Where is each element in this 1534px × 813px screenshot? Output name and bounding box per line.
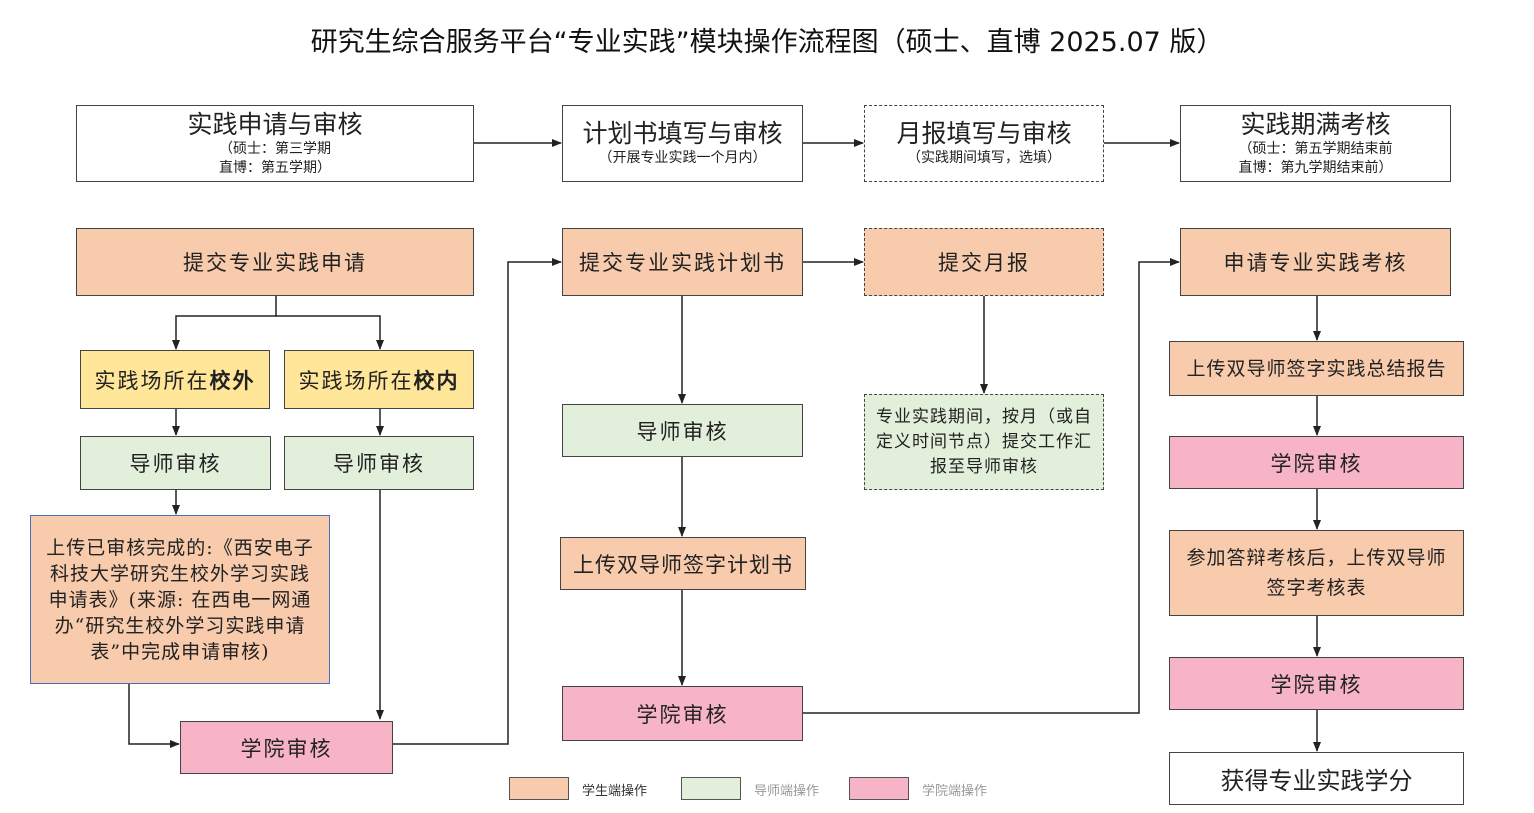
stage-subtitle: 直博：第五学期） <box>219 159 331 176</box>
college-review-step: 学院审核 <box>180 721 393 774</box>
legend-swatch-student <box>509 777 569 800</box>
legend-swatch-college <box>849 777 909 800</box>
arrow <box>128 684 180 748</box>
tutor-review-step: 导师审核 <box>562 404 803 457</box>
submit-monthly-report-step: 提交月报 <box>864 228 1104 296</box>
college-review-step: 学院审核 <box>1169 657 1464 710</box>
stage-title: 月报填写与审核 <box>896 119 1072 148</box>
arrow <box>276 315 384 350</box>
branch-label: 实践场所在 <box>298 368 414 393</box>
page-title: 研究生综合服务平台“专业实践”模块操作流程图（硕士、直博 2025.07 版） <box>310 27 1224 58</box>
stage-application: 实践申请与审核 （硕士：第三学期 直博：第五学期） <box>76 105 474 182</box>
credit-obtained-step: 获得专业实践学分 <box>1169 752 1464 805</box>
stage-subtitle: （开展专业实践一个月内） <box>598 150 767 166</box>
stage-title: 计划书填写与审核 <box>582 119 783 148</box>
college-review-step: 学院审核 <box>562 686 803 741</box>
upload-application-form-step: 上传已审核完成的:《西安电子科技大学研究生校外学习实践申请表》(来源: 在西电一… <box>30 515 330 684</box>
branch-label: 实践场所在 <box>94 368 210 393</box>
stage-subtitle: （硕士：第三学期 <box>219 140 331 157</box>
defense-upload-step: 参加答辩考核后，上传双导师签字考核表 <box>1169 530 1464 616</box>
stage-monthly-report: 月报填写与审核 （实践期间填写，选填） <box>864 105 1104 182</box>
legend-label-tutor: 导师端操作 <box>754 784 820 799</box>
stage-plan: 计划书填写与审核 （开展专业实践一个月内） <box>562 105 803 182</box>
tutor-review-step: 导师审核 <box>284 436 474 490</box>
branch-label-bold: 校内 <box>413 367 460 393</box>
arrow <box>393 258 562 745</box>
stage-assessment: 实践期满考核 （硕士：第五学期结束前 直博：第九学期结束前） <box>1180 105 1451 182</box>
branch-label-bold: 校外 <box>209 367 256 393</box>
legend-swatch-tutor <box>681 777 741 800</box>
upload-signed-plan-step: 上传双导师签字计划书 <box>560 537 806 590</box>
apply-assessment-step: 申请专业实践考核 <box>1180 228 1451 296</box>
college-review-step: 学院审核 <box>1169 436 1464 489</box>
on-campus-branch: 实践场所在校内 <box>284 350 474 409</box>
arrow <box>803 258 1180 714</box>
stage-title: 实践期满考核 <box>1240 109 1391 139</box>
stage-subtitle: 直博：第九学期结束前） <box>1238 159 1393 176</box>
submit-application-step: 提交专业实践申请 <box>76 228 474 296</box>
stage-subtitle: （硕士：第五学期结束前 <box>1238 140 1393 157</box>
submit-plan-step: 提交专业实践计划书 <box>562 228 803 296</box>
legend-label-student: 学生端操作 <box>582 784 648 799</box>
monthly-report-note: 专业实践期间，按月（或自定义时间节点）提交工作汇报至导师审核 <box>864 394 1104 490</box>
tutor-review-step: 导师审核 <box>80 436 271 490</box>
stage-subtitle: （实践期间填写，选填） <box>907 150 1061 166</box>
stage-title: 实践申请与审核 <box>187 109 363 139</box>
off-campus-branch: 实践场所在校外 <box>80 350 270 409</box>
arrow <box>172 296 277 350</box>
upload-summary-report-step: 上传双导师签字实践总结报告 <box>1169 341 1464 396</box>
legend-label-college: 学院端操作 <box>922 784 988 799</box>
